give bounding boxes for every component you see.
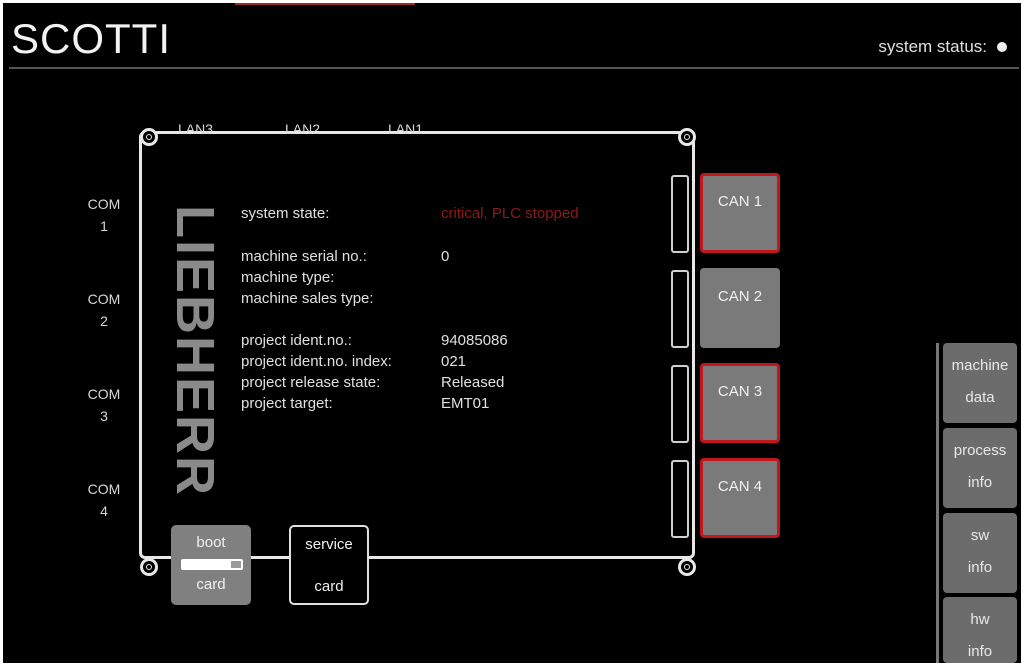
release-state-label: project release state: [241, 374, 381, 391]
controller-board [139, 131, 695, 559]
can-slot [671, 270, 689, 348]
com1-port-label: COM 1 [87, 196, 121, 234]
screw-icon [140, 558, 158, 576]
serial-value: 0 [441, 248, 450, 265]
liebherr-logo: LIEBHERR [165, 204, 226, 498]
app-screen: SCOTTI system status: LAN3 LAN2 LAN1 COM… [3, 3, 1021, 663]
system-status-label: system status: [878, 37, 987, 56]
screw-icon [678, 558, 696, 576]
boot-card-button[interactable]: boot card [171, 525, 251, 605]
machine-data-button[interactable]: machine data [943, 343, 1017, 423]
can4-button[interactable]: CAN 4 [700, 458, 780, 538]
can1-button[interactable]: CAN 1 [700, 173, 780, 253]
ident-value: 94085086 [441, 332, 508, 349]
release-state-value: Released [441, 374, 505, 391]
boot-card-slot-icon [181, 559, 243, 570]
target-label: project target: [241, 395, 333, 412]
app-title: SCOTTI [11, 15, 171, 62]
lan1-port-label: LAN1 [388, 121, 424, 137]
target-value: EMT01 [441, 395, 490, 412]
com2-port-label: COM 2 [87, 291, 121, 329]
sw-info-button[interactable]: sw info [943, 513, 1017, 593]
header-divider [9, 67, 1019, 69]
hw-info-button[interactable]: hw info [943, 597, 1017, 663]
top-accent-line [235, 3, 415, 5]
system-state-value: critical, PLC stopped [441, 205, 579, 222]
machine-type-label: machine type: [241, 269, 335, 286]
sales-type-label: machine sales type: [241, 290, 374, 307]
can3-button[interactable]: CAN 3 [700, 363, 780, 443]
screw-icon [140, 128, 158, 146]
side-menu-divider [936, 343, 939, 663]
system-state-label: system state: [241, 205, 330, 222]
status-indicator-icon [997, 42, 1007, 52]
lan3-port-label: LAN3 [178, 121, 214, 137]
can2-button[interactable]: CAN 2 [700, 268, 780, 348]
lan2-port-label: LAN2 [285, 121, 321, 137]
can-slot [671, 460, 689, 538]
ident-index-value: 021 [441, 353, 467, 370]
serial-label: machine serial no.: [241, 248, 367, 265]
service-card-button[interactable]: service card [289, 525, 369, 605]
ident-index-label: project ident.no. index: [241, 353, 392, 370]
system-status[interactable]: system status: [878, 37, 1007, 57]
screw-icon [678, 128, 696, 146]
com3-port-label: COM 3 [87, 386, 121, 424]
com4-port-label: COM 4 [87, 481, 121, 519]
can-slot [671, 175, 689, 253]
ident-label: project ident.no.: [241, 332, 352, 349]
process-info-button[interactable]: process info [943, 428, 1017, 508]
can-slot [671, 365, 689, 443]
